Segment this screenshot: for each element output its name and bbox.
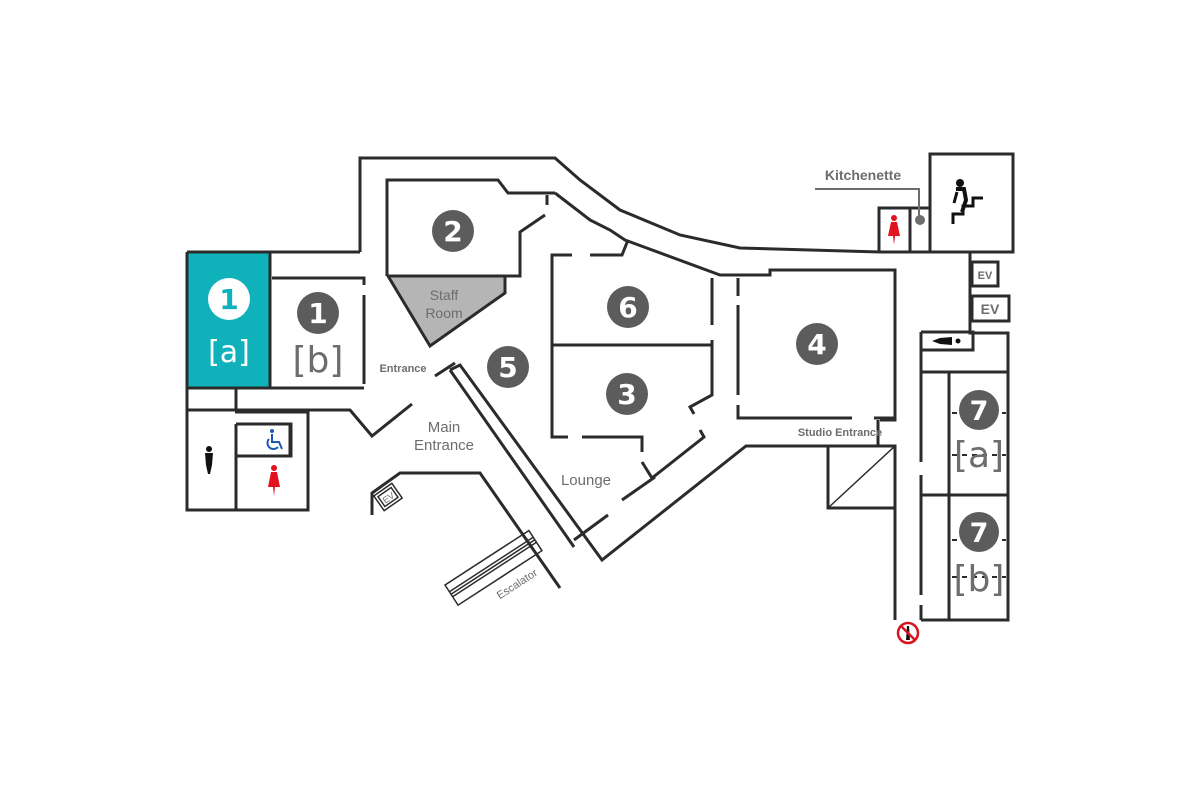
stairs-icon[interactable] [951,179,983,224]
wheelchair-icon [266,429,283,450]
room-2-badge[interactable]: 2 [432,210,474,252]
no-entry-icon [896,621,920,645]
svg-text:[b]: [b] [293,340,344,381]
main-entrance-label-2: Entrance [414,437,474,454]
kitchenette-marker[interactable] [915,215,925,225]
kitchenette-leader [815,188,920,217]
staff-room-label-1: Staff [430,287,459,303]
svg-text:5: 5 [498,351,517,384]
studio-entrance-label: Studio Entrance [798,427,882,439]
room-1a-area[interactable] [187,252,270,388]
walls [185,152,1015,622]
svg-text:4: 4 [807,328,826,361]
staff-room-area[interactable] [385,274,507,349]
elevator-right-1[interactable]: EV [978,270,993,282]
lounge-label: Lounge [561,472,611,489]
male-restroom-icon [205,446,213,474]
svg-text:7: 7 [970,518,989,549]
room-3-badge[interactable]: 3 [606,373,648,415]
svg-text:[a]: [a] [208,335,250,370]
room-1b-badge[interactable]: 1 [b] [293,292,344,381]
main-entrance-label-1: Main [428,419,461,436]
svg-text:1: 1 [219,283,238,316]
svg-text:3: 3 [617,378,636,411]
room-7b-badge[interactable]: 7 [b] [952,512,1006,600]
smoking-area-icon [932,337,961,345]
room-6-badge[interactable]: 6 [607,286,649,328]
svg-text:1: 1 [308,297,327,330]
female-restroom-icon [888,215,900,245]
female-restroom-icon [268,465,280,496]
room-7a-badge[interactable]: 7 [a] [952,390,1006,476]
svg-text:6: 6 [618,291,637,324]
svg-text:2: 2 [443,215,462,248]
kitchenette-label: Kitchenette [825,167,901,183]
escalator-label: Escalator [495,567,540,602]
room-5-badge[interactable]: 5 [487,346,529,388]
svg-text:[b]: [b] [954,559,1005,600]
svg-text:7: 7 [970,396,989,427]
room-4-badge[interactable]: 4 [796,323,838,365]
elevator-left[interactable]: EV [372,482,404,512]
staff-room-label-2: Room [425,305,462,321]
room-1a-badge[interactable]: 1 [a] [208,278,250,370]
elevator-right-2[interactable]: EV [981,301,1000,317]
escalator: Escalator [443,529,543,607]
svg-text:[a]: [a] [954,435,1004,476]
entrance-label: Entrance [379,363,426,375]
